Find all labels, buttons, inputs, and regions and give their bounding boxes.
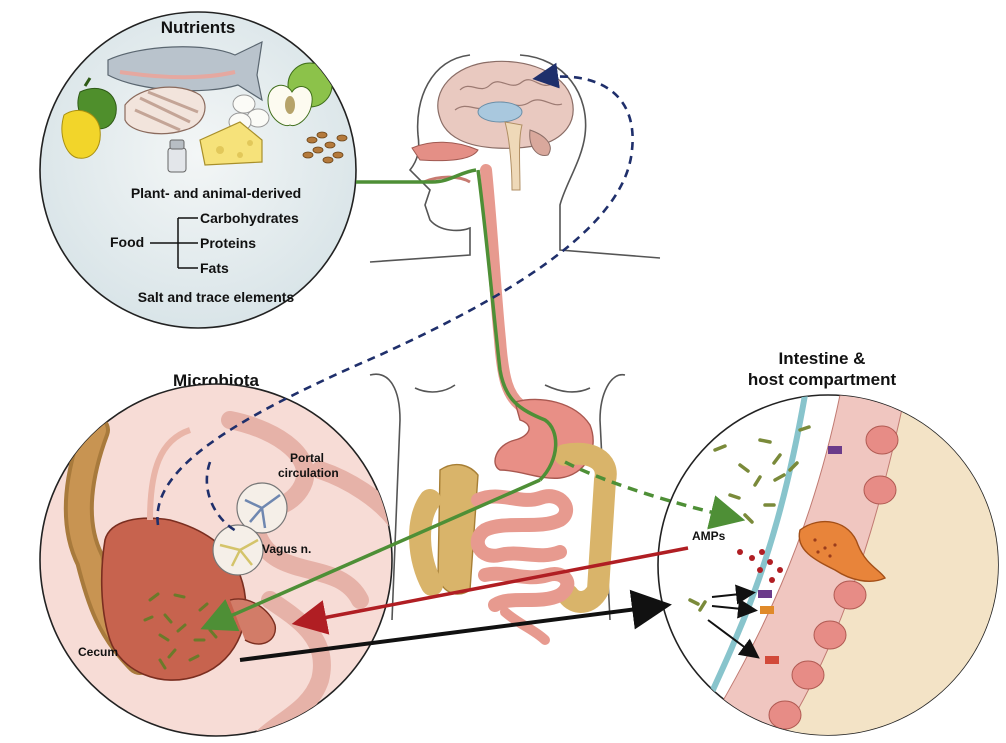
cecum-icon	[100, 517, 247, 681]
brain-icon	[437, 60, 574, 191]
amps-arrow	[291, 546, 689, 635]
pepper-icon	[61, 77, 117, 159]
food-passage-path	[476, 169, 558, 482]
origin-label: Plant- and animal-derived	[131, 185, 301, 201]
intestine-title-line1: Intestine &	[779, 349, 866, 368]
salt-label: Salt and trace elements	[138, 289, 295, 305]
food-to-intestine-arrow	[564, 460, 746, 530]
food-label: Food	[110, 234, 144, 250]
stomach-icon	[494, 398, 594, 479]
portal-label-line1: Portal	[290, 451, 324, 465]
nutrients-panel: Nutrients	[39, 11, 357, 329]
oral-cavity	[411, 141, 479, 162]
food-to-cecum-arrow	[200, 478, 541, 632]
salmon-icon	[107, 40, 263, 102]
amps-label: AMPs	[692, 529, 726, 543]
portal-label-line2: circulation	[278, 466, 339, 480]
vagus-label: Vagus n.	[262, 542, 311, 556]
nuts-icon	[302, 131, 348, 164]
microbiota-panel: Microbiota Portal circulation	[39, 371, 393, 737]
intestine-panel: Intestine & host compartment	[657, 349, 999, 736]
apple-icon	[267, 62, 333, 127]
food-item-carbohydrates: Carbohydrates	[200, 210, 299, 226]
cheese-icon	[199, 121, 263, 166]
nutrient-ingestion-path	[356, 168, 477, 184]
steak-icon	[124, 86, 206, 135]
salt-shaker-icon	[167, 139, 187, 173]
food-item-fats: Fats	[200, 260, 229, 276]
microbiota-intestine-arrow	[239, 589, 672, 662]
nutrients-title: Nutrients	[161, 18, 236, 37]
vagus-loop	[205, 461, 239, 534]
intestine-icon	[470, 489, 575, 645]
intestine-title-line2: host compartment	[748, 370, 897, 389]
gut-brain-vagus-path	[156, 62, 634, 526]
food-item-proteins: Proteins	[200, 235, 256, 251]
cecum-label: Cecum	[78, 645, 118, 659]
